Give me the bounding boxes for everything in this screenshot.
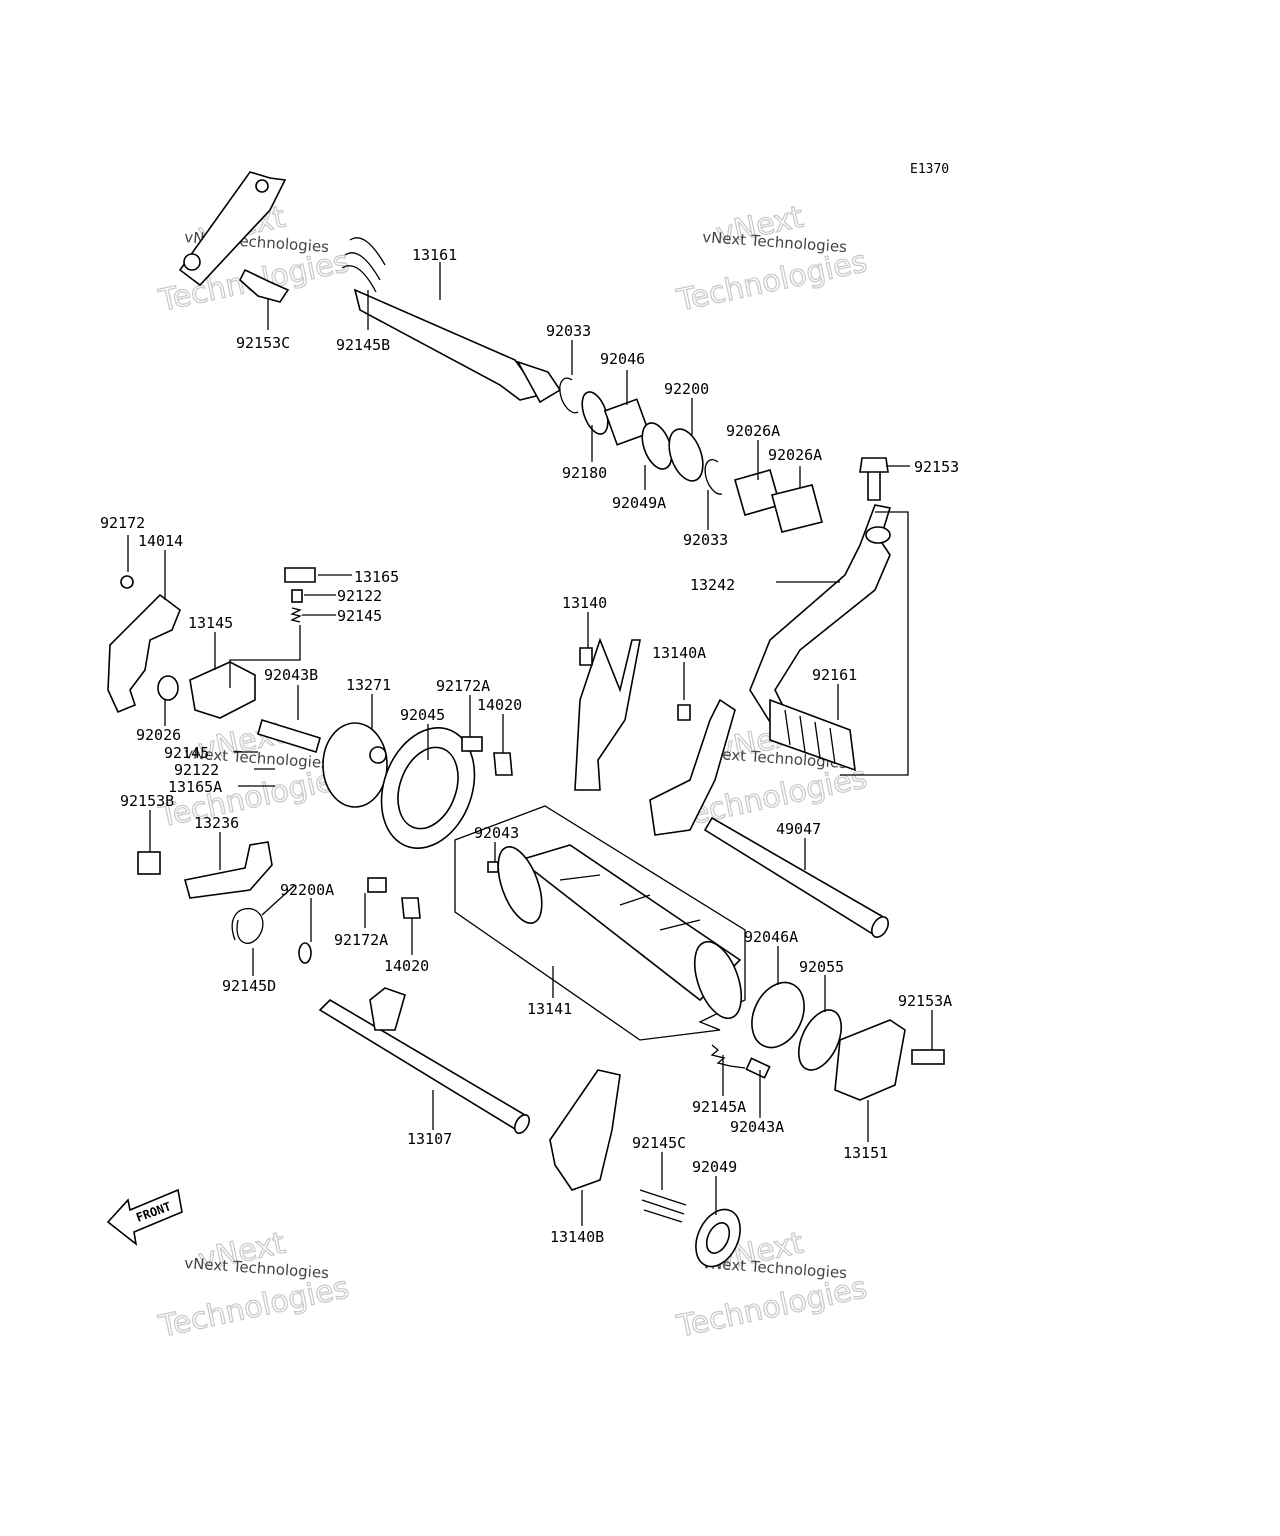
part-label[interactable]: 13151 xyxy=(843,1144,888,1162)
watermark-text: vNext Technologies xyxy=(702,228,848,256)
part-label[interactable]: 92026A xyxy=(726,422,780,440)
part-label[interactable]: 92043B xyxy=(264,666,318,684)
part-label[interactable]: 14020 xyxy=(477,696,522,714)
part-label[interactable]: 49047 xyxy=(776,820,821,838)
part-label[interactable]: 13165 xyxy=(354,568,399,586)
part-label[interactable]: 13140A xyxy=(652,644,706,662)
part-label[interactable]: 92145B xyxy=(336,336,390,354)
part-label[interactable]: 13145 xyxy=(188,614,233,632)
leader-lines xyxy=(127,262,933,1226)
part-label[interactable]: 92180 xyxy=(562,464,607,482)
part-label[interactable]: 92172A xyxy=(436,677,490,695)
drum-cam-drawing xyxy=(257,718,513,849)
right-bearings-drawing xyxy=(710,981,945,1101)
top-washers-drawing xyxy=(559,377,823,533)
part-label[interactable]: 13165A xyxy=(168,778,222,796)
part-label[interactable]: 13242 xyxy=(690,576,735,594)
part-label[interactable]: 13140 xyxy=(562,594,607,612)
part-label[interactable]: 92033 xyxy=(683,531,728,549)
watermark-bottom-left: vNext Technologies vNext Technologies xyxy=(155,1225,353,1345)
part-label[interactable]: 14014 xyxy=(138,532,183,550)
shift-forks-drawing xyxy=(574,637,736,836)
pedal-bracket xyxy=(840,511,909,776)
part-label[interactable]: 92122 xyxy=(174,761,219,779)
part-label[interactable]: 13141 xyxy=(527,1000,572,1018)
part-label[interactable]: 13107 xyxy=(407,1130,452,1148)
part-label[interactable]: 13140B xyxy=(550,1228,604,1246)
part-label[interactable]: 92043A xyxy=(730,1118,784,1136)
part-label[interactable]: 92172A xyxy=(334,931,388,949)
fork-shaft-drawing xyxy=(318,987,531,1134)
lever-and-springs-drawing xyxy=(137,841,421,964)
watermark-text: vNext Technologies xyxy=(184,1254,330,1282)
part-label[interactable]: 92145D xyxy=(222,977,276,995)
part-label[interactable]: 92049A xyxy=(612,494,666,512)
part-labels: 13161 92153C 92145B 92033 92046 92200 92… xyxy=(100,246,959,1246)
watermark-top-right: vNext Technologies vNext Technologies xyxy=(673,199,871,319)
part-label[interactable]: 92145A xyxy=(692,1098,746,1116)
front-arrow: FRONT xyxy=(106,1188,183,1246)
part-label[interactable]: 92161 xyxy=(812,666,857,684)
part-label[interactable]: 92145 xyxy=(164,744,209,762)
part-label[interactable]: 13161 xyxy=(412,246,457,264)
part-label[interactable]: 92049 xyxy=(692,1158,737,1176)
part-label[interactable]: 92200A xyxy=(280,881,334,899)
bottom-spring-seal-drawing xyxy=(639,1189,741,1268)
part-label[interactable]: 92145 xyxy=(337,607,382,625)
shift-shaft-drawing xyxy=(178,171,562,404)
part-label[interactable]: 14020 xyxy=(384,957,429,975)
part-label[interactable]: 92200 xyxy=(664,380,709,398)
part-label[interactable]: 92153A xyxy=(898,992,952,1010)
part-label[interactable]: 92172 xyxy=(100,514,145,532)
positioning-plate-drawing xyxy=(107,567,316,719)
part-label[interactable]: 92145C xyxy=(632,1134,686,1152)
part-drawings xyxy=(107,171,945,1268)
shift-pedal-drawing xyxy=(749,457,892,772)
part-label[interactable]: 92153B xyxy=(120,792,174,810)
part-label[interactable]: 92153 xyxy=(914,458,959,476)
part-label[interactable]: 92153C xyxy=(236,334,290,352)
diagram-code: E1370 xyxy=(910,162,949,177)
fork-rod-drawing xyxy=(703,816,889,938)
part-label[interactable]: 92026A xyxy=(768,446,822,464)
part-label[interactable]: 92045 xyxy=(400,706,445,724)
part-label[interactable]: 92122 xyxy=(337,587,382,605)
part-label[interactable]: 92046A xyxy=(744,928,798,946)
part-label[interactable]: 92046 xyxy=(600,350,645,368)
detent-bracket xyxy=(229,625,301,688)
fork-13140b-drawing xyxy=(549,1069,621,1191)
part-label[interactable]: 92026 xyxy=(136,726,181,744)
shift-drum-drawing xyxy=(454,805,746,1041)
part-label[interactable]: 92043 xyxy=(474,824,519,842)
part-label[interactable]: 13236 xyxy=(194,814,239,832)
part-label[interactable]: 13271 xyxy=(346,676,391,694)
part-label[interactable]: 92055 xyxy=(799,958,844,976)
part-label[interactable]: 92033 xyxy=(546,322,591,340)
